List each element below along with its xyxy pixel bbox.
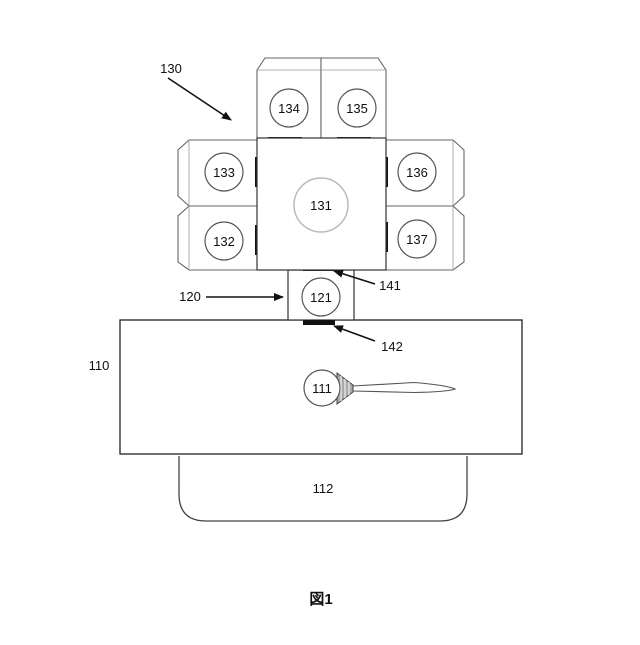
label-130: 130 [160, 61, 182, 76]
label-121: 121 [310, 290, 332, 305]
module-137: 137 [383, 206, 464, 270]
label-137: 137 [406, 232, 428, 247]
label-110: 110 [89, 358, 110, 373]
leader-120: 120 [179, 289, 283, 304]
label-120: 120 [179, 289, 201, 304]
center-module-131: 131 [257, 138, 386, 270]
label-132: 132 [213, 234, 235, 249]
label-136: 136 [406, 165, 428, 180]
module-133: 133 [178, 140, 260, 206]
label-134: 134 [278, 101, 300, 116]
label-141: 141 [379, 278, 401, 293]
module-136: 136 [383, 140, 464, 206]
label-133: 133 [213, 165, 235, 180]
label-142: 142 [381, 339, 403, 354]
label-131: 131 [310, 198, 332, 213]
label-112: 112 [313, 481, 334, 496]
contact-bar-142 [303, 320, 335, 325]
module-134: 134 [257, 58, 321, 142]
module-132: 132 [178, 206, 260, 270]
leader-130: 130 [160, 61, 231, 120]
label-135: 135 [346, 101, 368, 116]
label-111: 111 [312, 381, 332, 396]
figure-caption: 図1 [309, 591, 332, 608]
bottom-unit-112: 112 [179, 456, 467, 521]
module-135: 135 [321, 58, 386, 142]
